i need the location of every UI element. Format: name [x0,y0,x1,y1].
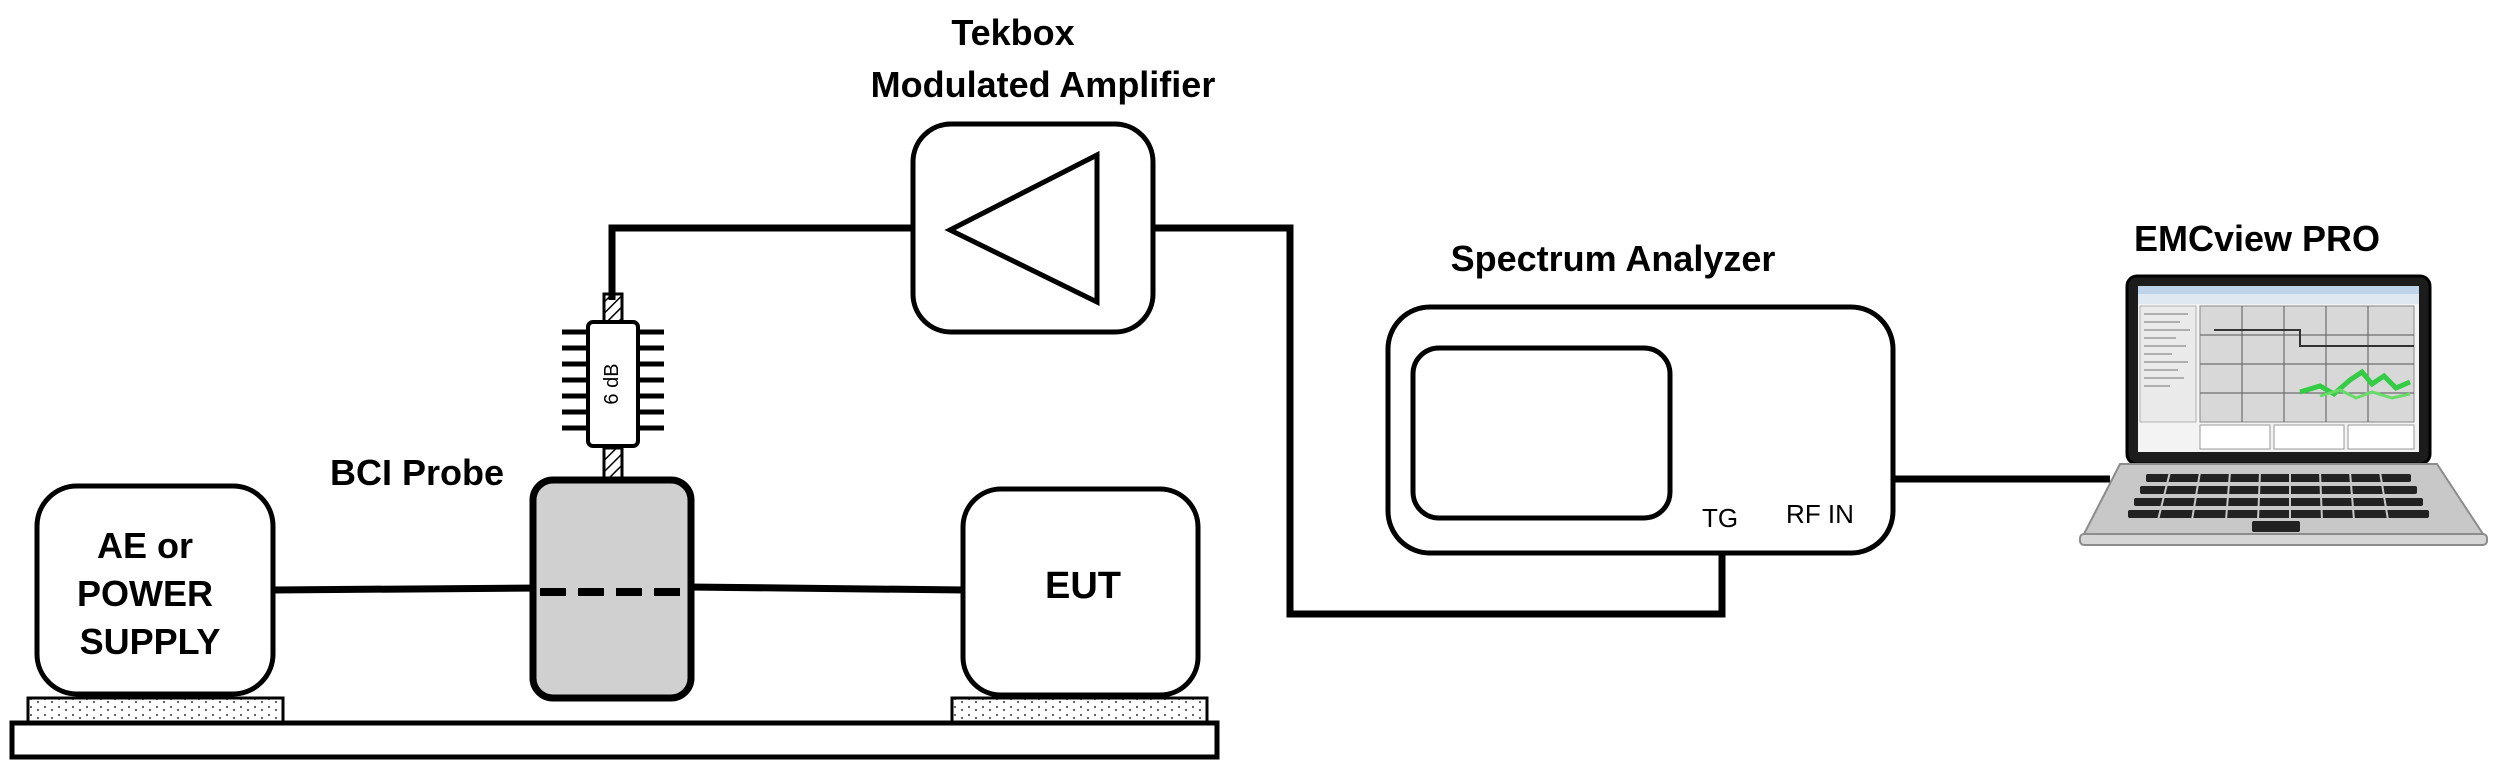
ae-label-line2: POWER [77,573,213,614]
connector-top [602,292,624,324]
attenuator-label: 6 dB [601,363,623,404]
screen-spectrum-trace-2 [2319,388,2411,400]
screen-titlebar [2138,286,2419,294]
laptop-base-edge [2079,533,2488,546]
eut: EUT [960,486,1201,698]
screen-bottom-panel-1 [2199,424,2271,450]
screen-limit-line [2214,329,2414,347]
connector-bottom [602,446,624,482]
spectrum-analyzer: Spectrum Analyzer TG RF IN [1385,238,1896,556]
attenuator-6db: 6 dB [562,320,664,448]
ae-label-line1: AE or [97,525,193,566]
ae-label-line3: SUPPLY [80,621,221,662]
bci-probe-label: BCI Probe [330,452,504,493]
rf-in-port-label: RF IN [1786,499,1854,529]
bci-probe: BCI Probe [330,452,695,702]
screen-panel-lines [2144,313,2190,387]
laptop-keyboard [2128,474,2429,518]
laptop-title: EMCview PRO [2134,218,2380,259]
ground-plane [9,720,1220,760]
eut-label: EUT [1045,565,1121,607]
amplifier-label-line2: Modulated Amplifier [871,64,1216,105]
support-pad-eut [950,696,1209,724]
harness-cable-left [272,584,541,594]
laptop: EMCview PRO [2079,218,2488,546]
spectrum-analyzer-title: Spectrum Analyzer [1451,238,1776,279]
cable-probe-to-amplifier [608,224,913,300]
screen-bottom-panel-2 [2273,424,2345,450]
amplifier-triangle-symbol [944,150,1100,307]
screen-toolbar [2138,294,2419,304]
amplifier-label-line1: Tekbox [951,12,1074,53]
ae-power-supply: AE or POWER SUPPLY [34,483,276,697]
cable-amplifier-to-tg [1153,224,1726,618]
ae-power-supply-box [34,483,276,697]
amplifier: Tekbox Modulated Amplifier [871,12,1216,335]
harness-cable-right [687,583,966,594]
spectrum-analyzer-screen [1410,345,1673,521]
laptop-key-gaps [2157,471,2389,521]
eut-box [960,486,1201,698]
screen-spectrum-trace [2299,368,2411,398]
attenuator-body [586,320,640,448]
screen-bottom-panel-3 [2347,424,2415,450]
tg-port-label: TG [1702,503,1738,533]
screen-left-panel [2139,305,2197,423]
laptop-touchpad [2252,521,2300,532]
support-pad-ae [26,696,285,724]
